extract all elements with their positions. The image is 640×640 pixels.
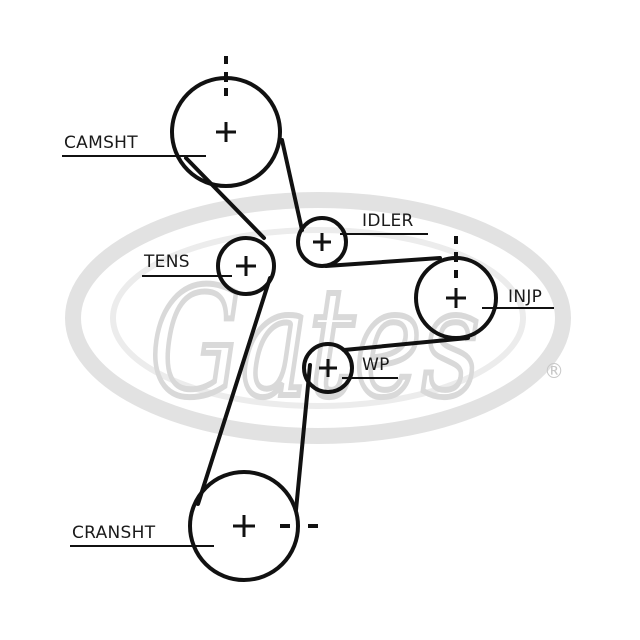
crankshaft-label: CRANSHT <box>72 523 156 543</box>
belt-segment-idler-injp <box>324 256 442 268</box>
watermark-registered-mark: ® <box>544 359 564 383</box>
injection-pump-label: INJP <box>508 287 542 307</box>
watermark-brand-text: Gates <box>150 257 480 431</box>
injection-pump-pulley: INJP <box>414 236 554 340</box>
belt-segment-wp-crank <box>294 363 312 512</box>
idler-pulley: IDLER <box>296 211 428 268</box>
belt-segment-crank-tens <box>196 276 272 506</box>
camshaft-pulley: CAMSHT <box>62 56 282 188</box>
gates-watermark-logo: Gates ® <box>65 192 571 444</box>
belt-segment-injp-wp <box>342 336 470 352</box>
water-pump-pulley: WP <box>302 342 398 394</box>
belt-segment-tens-cam <box>184 156 266 240</box>
crankshaft-pulley: CRANSHT <box>70 470 318 582</box>
tensioner-label: TENS <box>143 252 190 272</box>
belt-segment-cam-idler <box>280 138 304 232</box>
idler-label: IDLER <box>362 211 414 231</box>
timing-belt <box>184 138 470 512</box>
watermark-inner-ellipse <box>110 227 526 409</box>
camshaft-label: CAMSHT <box>64 133 138 153</box>
watermark-outer-ellipse <box>65 192 571 444</box>
tensioner-pulley: TENS <box>142 236 276 296</box>
water-pump-label: WP <box>362 355 390 375</box>
